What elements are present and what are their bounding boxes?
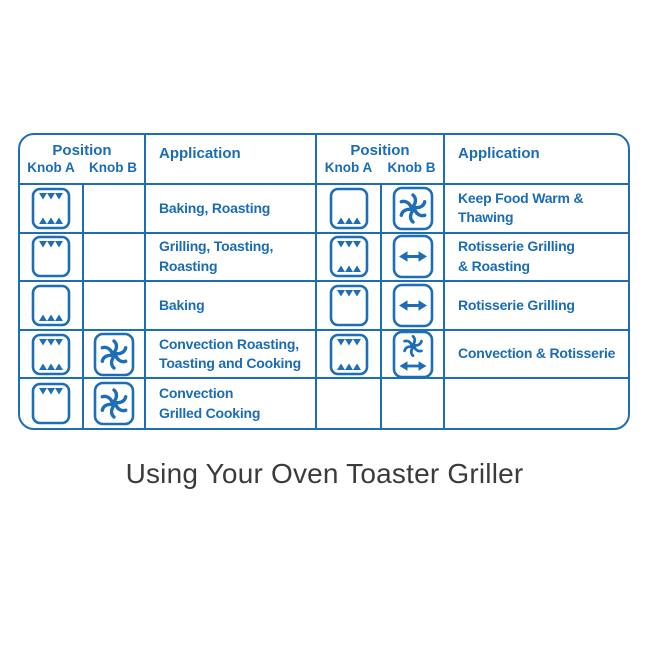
fan-icon <box>93 381 135 426</box>
oven-top-bottom-icon <box>329 236 368 278</box>
right-knob-b-label: Knob B <box>387 160 436 175</box>
oven-top-bottom-icon <box>329 333 368 375</box>
right-knob-a-cell <box>317 379 382 428</box>
left-position-label: Position <box>52 142 112 159</box>
right-knob-labels: Knob A Knob B <box>317 160 443 175</box>
left-knob-b-cell <box>84 185 146 234</box>
left-knob-labels: Knob A Knob B <box>20 160 144 175</box>
left-application-cell: Convection Grilled Cooking <box>146 379 317 428</box>
left-knob-b-cell <box>84 330 146 380</box>
right-knob-a-cell <box>317 233 382 283</box>
left-knob-a-cell <box>20 330 84 380</box>
right-application-header: Application <box>445 135 628 185</box>
right-knob-a-cell <box>317 185 382 234</box>
oven-settings-table: Position Knob A Knob B Application Posit… <box>18 133 630 430</box>
fan-icon <box>392 186 433 231</box>
oven-top-icon <box>31 236 71 278</box>
right-application-cell: Rotisserie Grilling <box>445 282 628 331</box>
right-knob-b-cell <box>382 282 445 331</box>
oven-bottom-icon <box>31 284 71 327</box>
right-knob-b-cell <box>382 233 445 283</box>
left-knob-a-label: Knob A <box>27 160 75 175</box>
left-knob-a-cell <box>20 282 84 331</box>
right-application-cell <box>445 379 628 428</box>
right-position-header: Position Knob A Knob B <box>317 135 445 185</box>
right-application-cell: Rotisserie Grilling & Roasting <box>445 234 628 283</box>
right-application-cell: Convection & Rotisserie <box>445 331 628 380</box>
left-application-cell: Grilling, Toasting, Roasting <box>146 233 317 283</box>
left-application-cell: Baking, Roasting <box>146 185 317 234</box>
left-application-cell: Baking <box>146 282 317 331</box>
rotisserie-arrow-icon <box>392 283 433 328</box>
right-knob-b-cell <box>382 330 445 380</box>
right-application-cell: Keep Food Warm & Thawing <box>445 185 628 234</box>
left-application-header: Application <box>146 135 317 185</box>
right-knob-a-label: Knob A <box>324 160 373 175</box>
left-position-header: Position Knob A Knob B <box>20 135 146 185</box>
oven-top-bottom-icon <box>31 187 71 230</box>
right-knob-a-cell <box>317 330 382 380</box>
right-position-label: Position <box>350 142 410 159</box>
left-application-cell: Convection Roasting, Toasting and Cookin… <box>146 330 317 380</box>
right-knob-b-cell <box>382 379 445 428</box>
fan-rotisserie-arrow-icon <box>392 330 433 378</box>
left-knob-a-cell <box>20 185 84 234</box>
oven-top-icon <box>329 284 368 327</box>
oven-top-icon <box>31 382 71 425</box>
left-knob-a-cell <box>20 233 84 283</box>
left-knob-b-cell <box>84 379 146 428</box>
fan-icon <box>93 332 135 376</box>
right-knob-a-cell <box>317 282 382 331</box>
oven-settings-grid: Position Knob A Knob B Application Posit… <box>20 135 628 428</box>
left-knob-b-label: Knob B <box>89 160 137 175</box>
left-knob-a-cell <box>20 379 84 428</box>
right-knob-b-cell <box>382 185 445 234</box>
oven-bottom-icon <box>329 187 368 230</box>
oven-top-bottom-icon <box>31 333 71 375</box>
left-knob-b-cell <box>84 282 146 331</box>
rotisserie-arrow-icon <box>392 235 433 279</box>
page-title: Using Your Oven Toaster Griller <box>125 458 524 489</box>
left-knob-b-cell <box>84 233 146 283</box>
